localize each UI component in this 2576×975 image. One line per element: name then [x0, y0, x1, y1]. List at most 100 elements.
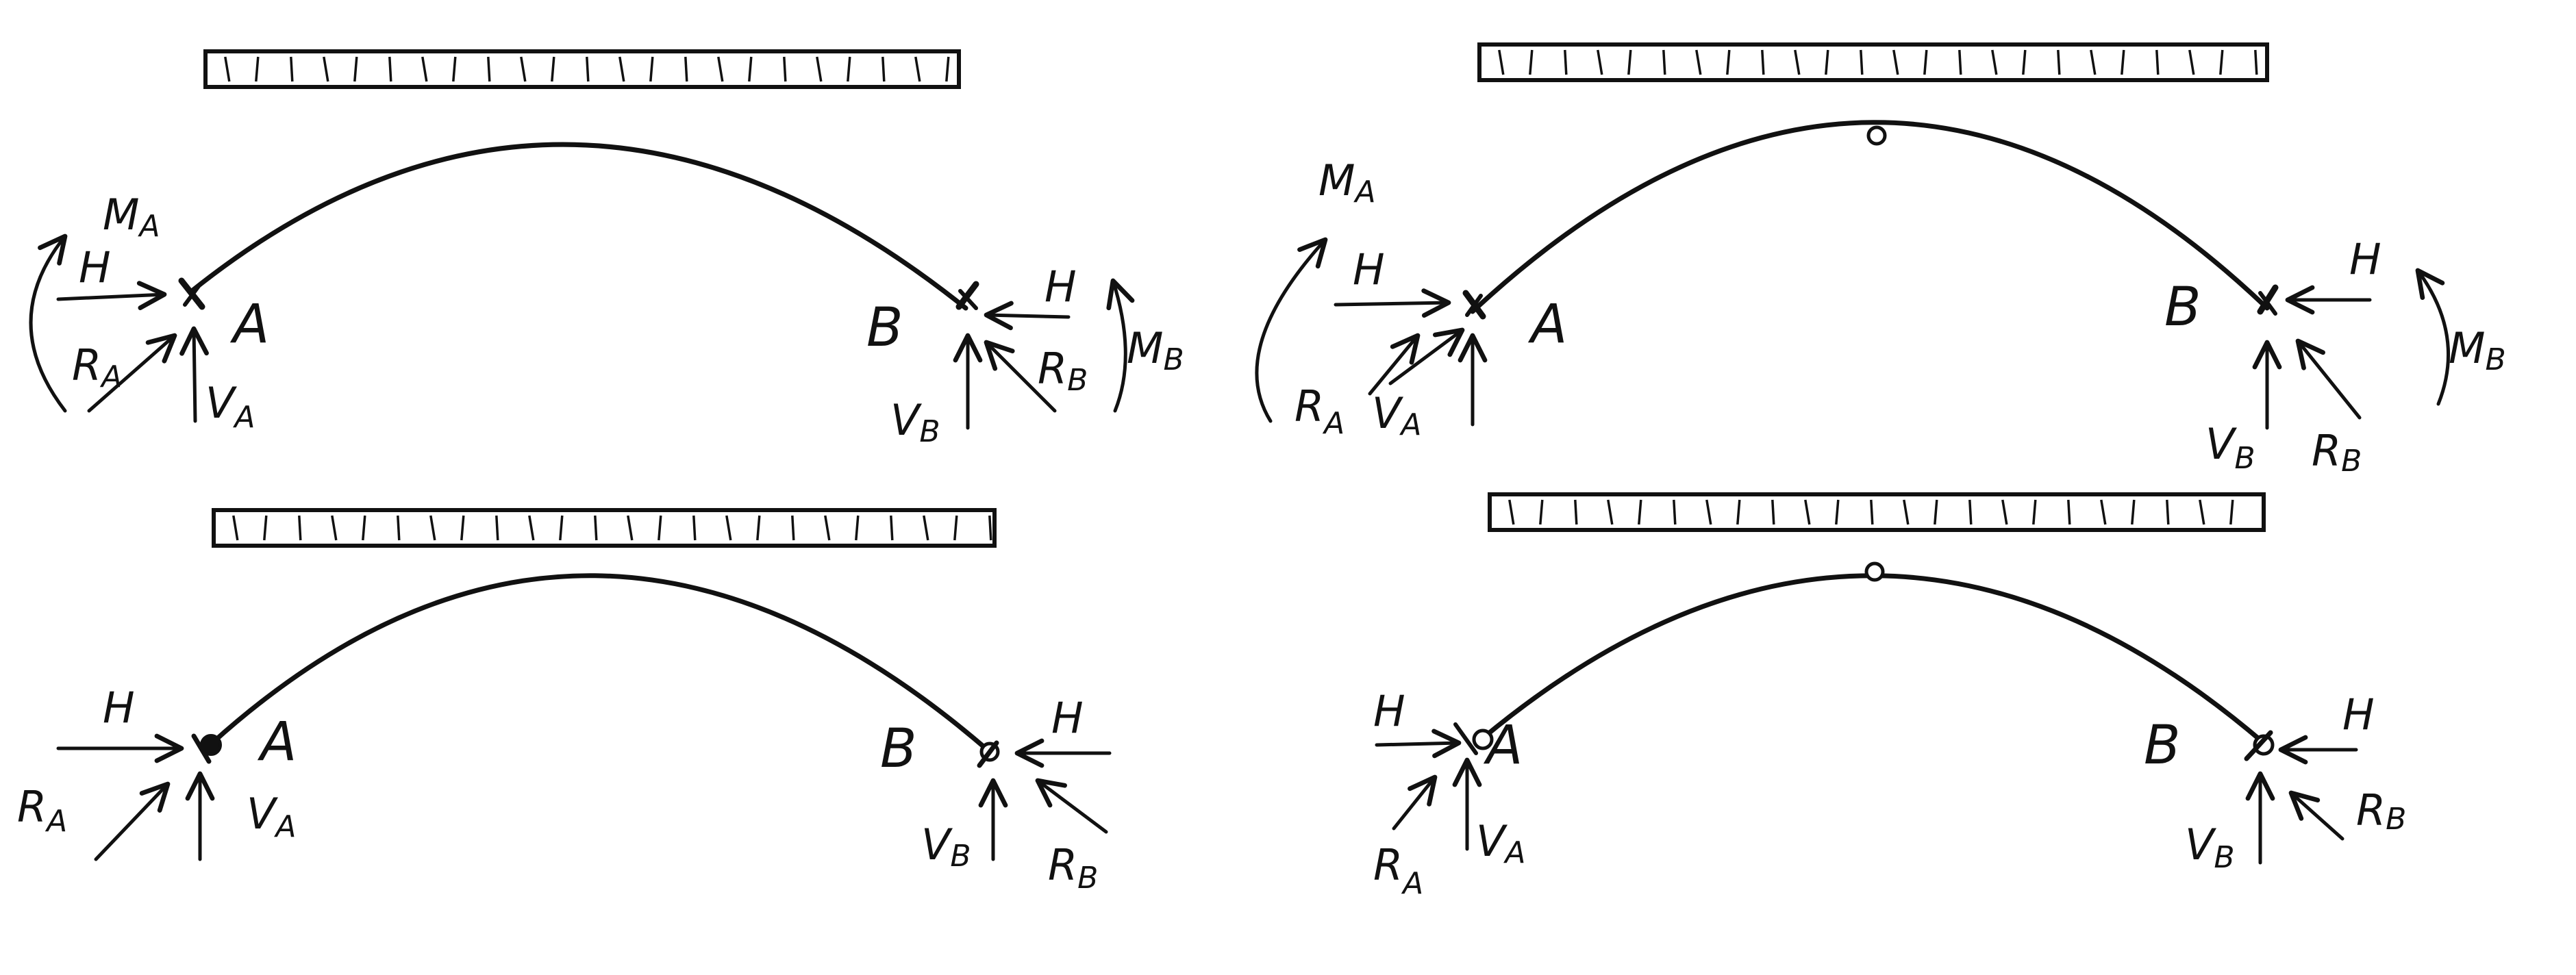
label-h-right: H [1045, 262, 1077, 312]
hatch-stroke [323, 56, 329, 82]
distributed-load-bar [203, 49, 961, 89]
va-arrow [179, 326, 209, 423]
hatch-stroke [1804, 499, 1811, 525]
hinge-b [2253, 734, 2275, 756]
label-ra: RA [17, 782, 67, 839]
label-h-right: H [2349, 234, 2381, 284]
label-vb: VB [890, 395, 940, 449]
hatch-stroke [2100, 499, 2107, 525]
label-b: B [2164, 277, 2201, 338]
label-ra: RA [1373, 840, 1423, 901]
label-a: A [1527, 294, 1567, 355]
label-h-left: H [1373, 686, 1405, 736]
load-hatching [224, 56, 950, 82]
hatch-stroke [421, 56, 428, 82]
hatch-stroke [1597, 49, 1603, 75]
crown-hinge [1866, 125, 1887, 146]
hatch-stroke [362, 515, 366, 541]
hatch-stroke [290, 56, 294, 82]
hatch-stroke [1923, 49, 1928, 75]
label-ra: RA [1295, 381, 1345, 441]
hatch-stroke [2166, 499, 2170, 525]
ma-moment-arrow [29, 233, 68, 413]
hinge-a [1472, 729, 1494, 750]
arch-curve [1470, 120, 2270, 314]
load-hatching [232, 515, 992, 541]
hatch-stroke [224, 56, 231, 82]
hatch-stroke [1835, 499, 1840, 525]
hatch-stroke [353, 56, 358, 82]
crown-hinge [1864, 561, 1885, 582]
h-left-arrow [1375, 729, 1462, 759]
hatch-stroke [586, 56, 590, 82]
label-a: A [229, 294, 269, 355]
support-a-fixed [1462, 290, 1486, 320]
hatch-stroke [748, 56, 753, 82]
load-hatching [1508, 499, 2234, 525]
hatch-stroke [255, 56, 260, 82]
distributed-load-bar [1477, 42, 2269, 82]
label-vb: VB [2185, 820, 2235, 875]
ra-arrow [1392, 774, 1438, 831]
support-b-mark [977, 740, 999, 768]
hatch-stroke [1564, 49, 1568, 75]
label-vb: VB [921, 820, 971, 874]
hatch-stroke [1968, 499, 1973, 525]
support-b-fixed [955, 281, 979, 310]
hatch-stroke [2199, 499, 2205, 525]
hatch-stroke [559, 515, 564, 541]
support-b-mark [2244, 730, 2273, 761]
hatch-stroke [487, 56, 491, 82]
label-va: VA [205, 378, 255, 435]
label-ma: MA [1318, 155, 1376, 210]
hatch-stroke [551, 56, 555, 82]
label-rb: RB [1038, 344, 1088, 398]
hatch-stroke [520, 56, 527, 82]
hatch-stroke [495, 515, 499, 541]
panel-three-hinged-arch: A B H H RA VA VB RB [1373, 492, 2406, 901]
hatch-stroke [881, 56, 886, 82]
hatch-stroke [1574, 499, 1578, 525]
rb-arrow [1035, 778, 1108, 834]
hatch-stroke [988, 515, 992, 541]
hatch-stroke [1991, 49, 1998, 75]
label-a: A [257, 711, 297, 773]
hatch-stroke [1508, 499, 1515, 525]
hatch-stroke [1736, 499, 1741, 525]
hatch-stroke [1903, 499, 1910, 525]
hatch-stroke [1771, 499, 1775, 525]
panel-fixed-arch-crown-hinge: A B H H MA RA VA VB RB MB [1255, 42, 2506, 479]
hatch-stroke [1870, 499, 1874, 525]
label-h-right: H [2342, 689, 2375, 739]
ra-arrow [94, 781, 171, 861]
hatch-stroke [1726, 49, 1731, 75]
ra-arrow [87, 333, 177, 413]
support-a-fixed [178, 277, 205, 310]
hatch-stroke [1860, 49, 1864, 75]
hatch-stroke [1638, 499, 1642, 525]
label-vb: VB [2205, 419, 2255, 476]
hatch-stroke [1529, 49, 1534, 75]
hatch-stroke [1794, 49, 1801, 75]
label-mb: MB [1127, 323, 1184, 377]
hatch-stroke [923, 515, 929, 541]
hatch-stroke [528, 515, 535, 541]
label-rb: RB [2356, 785, 2406, 837]
hatch-stroke [1627, 49, 1632, 75]
hatch-stroke [816, 56, 823, 82]
hatch-stroke [953, 515, 958, 541]
label-rb: RB [2312, 426, 2362, 479]
hatch-stroke [649, 56, 654, 82]
label-va: VA [1372, 388, 1422, 442]
hatch-stroke [1761, 49, 1765, 75]
hatch-stroke [2155, 49, 2160, 75]
hatch-stroke [618, 56, 625, 82]
hatch-stroke [397, 515, 401, 541]
hatch-stroke [847, 56, 851, 82]
hatch-stroke [692, 515, 697, 541]
arch-curve [189, 142, 968, 311]
hatch-stroke [1607, 499, 1614, 525]
hatch-stroke [2131, 499, 2136, 525]
mb-moment-arrow [2415, 268, 2450, 406]
hatch-stroke [298, 515, 302, 541]
